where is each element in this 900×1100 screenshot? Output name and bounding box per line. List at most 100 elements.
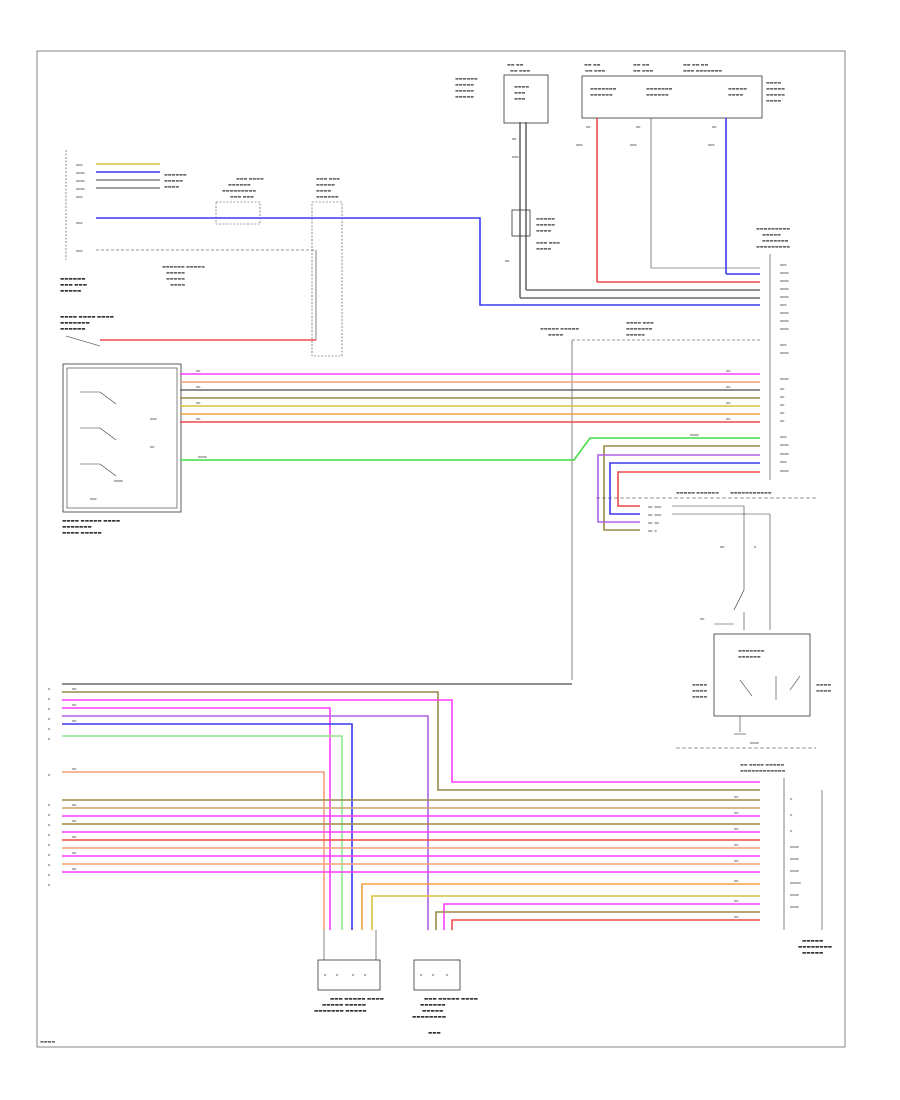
svg-text:▬▬▬: ▬▬▬ [90, 497, 97, 501]
svg-text:▬▬▬▬: ▬▬▬▬ [780, 271, 789, 275]
svg-text:▬▬▬▬▬: ▬▬▬▬▬ [422, 1009, 443, 1014]
svg-text:▬▬: ▬▬ [734, 915, 739, 919]
svg-text:▬▬: ▬▬ [734, 859, 739, 863]
svg-text:▬▬▬▬▬: ▬▬▬▬▬ [728, 86, 747, 91]
svg-text:▬: ▬ [48, 707, 51, 711]
svg-text:▬: ▬ [48, 773, 51, 777]
left-door-connector: ▬▬▬ ▬▬▬▬ ▬▬▬▬ ▬▬▬▬ ▬▬▬ ▬▬▬ ▬▬▬ ▬▬▬▬▬▬ ▬▬… [60, 150, 187, 294]
svg-text:▬: ▬ [364, 973, 367, 977]
svg-text:▬: ▬ [48, 697, 51, 701]
svg-text:▬: ▬ [324, 973, 327, 977]
svg-text:▬▬▬▬▬: ▬▬▬▬▬ [762, 232, 781, 237]
svg-text:▬▬▬: ▬▬▬ [780, 263, 787, 267]
svg-text:▬▬▬▬: ▬▬▬▬ [170, 282, 185, 287]
svg-text:▬: ▬ [48, 883, 51, 887]
svg-text:▬▬▬▬: ▬▬▬▬ [766, 80, 781, 85]
svg-text:▬▬▬▬▬: ▬▬▬▬▬ [536, 222, 555, 227]
svg-text:▬▬▬: ▬▬▬ [708, 143, 715, 147]
svg-text:▬: ▬ [48, 863, 51, 867]
svg-text:▬▬▬▬▬: ▬▬▬▬▬ [164, 178, 183, 183]
svg-text:▬▬▬▬▬▬▬ ▬▬▬▬▬: ▬▬▬▬▬▬▬ ▬▬▬▬▬ [314, 1009, 366, 1014]
svg-text:▬: ▬ [446, 973, 449, 977]
svg-text:▬▬▬: ▬▬▬ [780, 435, 787, 439]
svg-text:▬▬▬▬ ▬▬▬: ▬▬▬▬ ▬▬▬ [626, 320, 654, 325]
svg-text:▬▬: ▬▬ [636, 125, 641, 129]
svg-text:▬▬▬▬: ▬▬▬▬ [780, 287, 789, 291]
svg-text:▬▬▬▬▬▬: ▬▬▬▬▬▬ [164, 172, 187, 177]
svg-text:▬▬▬▬▬▬: ▬▬▬▬▬▬ [420, 1003, 446, 1008]
svg-text:▬▬▬▬: ▬▬▬▬ [316, 188, 331, 193]
svg-text:▬▬▬▬▬▬▬▬▬▬▬: ▬▬▬▬▬▬▬▬▬▬▬ [730, 490, 772, 495]
svg-text:▬▬▬▬▬▬▬▬: ▬▬▬▬▬▬▬▬ [798, 945, 832, 950]
svg-text:▬▬▬: ▬▬▬ [428, 1031, 441, 1036]
svg-text:▬▬: ▬▬ [712, 125, 717, 129]
svg-text:▬▬: ▬▬ [734, 879, 739, 883]
svg-text:▬▬ ▬▬▬: ▬▬ ▬▬▬ [510, 68, 530, 73]
svg-text:▬▬▬▬▬: ▬▬▬▬▬ [626, 332, 645, 337]
svg-text:▬▬▬▬: ▬▬▬▬ [816, 682, 831, 687]
svg-text:▬▬▬▬: ▬▬▬▬ [780, 311, 789, 315]
seat-relay [511, 209, 531, 237]
svg-text:▬▬▬▬: ▬▬▬▬ [76, 171, 85, 175]
svg-text:▬▬ ▬▬▬: ▬▬ ▬▬▬ [648, 513, 662, 517]
svg-text:▬▬▬: ▬▬▬ [514, 96, 526, 101]
svg-text:▬▬ ▬: ▬▬ ▬ [648, 529, 657, 533]
svg-text:▬: ▬ [48, 873, 51, 877]
svg-text:▬▬▬▬: ▬▬▬▬ [780, 452, 789, 456]
svg-text:▬▬▬▬: ▬▬▬▬ [790, 905, 799, 909]
svg-text:▬: ▬ [48, 717, 51, 721]
left-front-seat-switch: ▬▬▬ ▬▬ ▬▬▬▬ ▬▬▬ ▬▬▬▬ ▬▬▬▬▬ ▬▬▬▬ ▬▬▬▬▬▬▬ … [62, 363, 182, 536]
svg-text:▬▬▬▬▬▬▬: ▬▬▬▬▬▬▬ [762, 238, 789, 243]
svg-text:▬▬▬▬: ▬▬▬▬ [780, 443, 789, 447]
svg-text:▬▬▬▬: ▬▬▬▬ [690, 433, 699, 437]
svg-text:▬▬▬▬▬: ▬▬▬▬▬ [455, 94, 474, 99]
svg-text:▬: ▬ [336, 973, 339, 977]
left-front-seat-switch-label: ▬▬▬▬ ▬▬▬▬▬ ▬▬▬▬ [62, 519, 120, 524]
svg-text:▬: ▬ [790, 829, 793, 833]
svg-text:▬▬: ▬▬ [734, 811, 739, 815]
svg-text:▬: ▬ [420, 973, 423, 977]
svg-text:▬▬: ▬▬ [72, 867, 77, 871]
top-left-label: ▬▬▬▬▬▬ [60, 277, 86, 282]
svg-text:▬▬▬▬: ▬▬▬▬ [114, 479, 123, 483]
svg-text:▬▬: ▬▬ [726, 385, 731, 389]
fuse-label-3: ▬▬ ▬▬ [633, 62, 650, 67]
svg-text:▬▬▬: ▬▬▬ [150, 417, 157, 421]
svg-text:▬▬: ▬▬ [780, 411, 785, 415]
svg-text:▬▬▬▬: ▬▬▬▬ [816, 688, 831, 693]
svg-text:▬: ▬ [48, 687, 51, 691]
svg-text:▬▬: ▬▬ [700, 617, 705, 621]
svg-text:▬▬▬ ▬▬▬▬▬▬▬: ▬▬▬ ▬▬▬▬▬▬▬ [683, 68, 722, 73]
left-side-memory-switch-label: ▬▬▬▬ ▬▬▬▬ ▬▬▬▬ [60, 315, 114, 320]
svg-text:▬▬▬▬▬: ▬▬▬▬▬ [455, 82, 474, 87]
svg-text:▬▬▬: ▬▬▬ [512, 155, 519, 159]
power-seat-module-label: ▬▬▬▬▬▬▬▬▬ [756, 226, 790, 231]
seat-motor-2: ▬ ▬ ▬ ▬▬▬ ▬▬▬▬▬ ▬▬▬▬ ▬▬▬▬▬▬ ▬▬▬▬▬ ▬▬▬▬▬▬… [412, 959, 478, 1036]
svg-text:▬▬: ▬▬ [72, 719, 77, 723]
svg-text:▬▬ ▬▬▬: ▬▬ ▬▬▬ [633, 68, 653, 73]
svg-text:▬▬▬▬: ▬▬▬▬ [780, 469, 789, 473]
lumbar-unit-label: ▬▬▬▬▬ ▬▬▬▬▬▬ [676, 490, 719, 495]
svg-text:▬▬▬▬▬▬▬▬▬: ▬▬▬▬▬▬▬▬▬ [756, 244, 790, 249]
svg-text:▬▬▬: ▬▬▬ [76, 195, 83, 199]
svg-text:▬▬▬▬▬▬▬▬: ▬▬▬▬▬▬▬▬ [412, 1015, 446, 1020]
seat-motor-1-label: ▬▬▬ ▬▬▬▬▬ ▬▬▬▬ [330, 997, 384, 1002]
svg-text:▬▬▬▬: ▬▬▬▬ [692, 688, 707, 693]
svg-text:▬▬: ▬▬ [72, 851, 77, 855]
svg-text:▬▬▬: ▬▬▬ [780, 460, 787, 464]
svg-text:▬▬▬▬: ▬▬▬▬ [198, 455, 207, 459]
fuse-label-1: ▬▬ ▬▬ [507, 62, 524, 67]
svg-text:▬: ▬ [48, 833, 51, 837]
svg-text:▬▬: ▬▬ [72, 767, 77, 771]
seat-relay-label: ▬▬▬▬▬ [536, 216, 555, 221]
svg-text:▬▬▬ ▬▬▬: ▬▬▬ ▬▬▬ [536, 240, 560, 245]
svg-text:▬▬▬▬▬▬▬: ▬▬▬▬▬▬▬ [626, 326, 653, 331]
svg-text:▬▬▬▬▬▬▬: ▬▬▬▬▬▬▬ [62, 525, 92, 530]
lower-left-connector: ▬ ▬ ▬ ▬ ▬ ▬ ▬ ▬ ▬ ▬ ▬ ▬ ▬ ▬ ▬ ▬ [48, 687, 51, 887]
svg-text:▬▬: ▬▬ [586, 125, 591, 129]
svg-text:▬▬▬▬▬ ▬▬▬▬▬: ▬▬▬▬▬ ▬▬▬▬▬ [540, 326, 579, 331]
svg-text:▬▬▬▬: ▬▬▬▬ [728, 92, 743, 97]
svg-text:▬▬: ▬▬ [72, 819, 77, 823]
svg-text:▬▬▬: ▬▬▬ [76, 163, 83, 167]
svg-text:▬: ▬ [790, 797, 793, 801]
